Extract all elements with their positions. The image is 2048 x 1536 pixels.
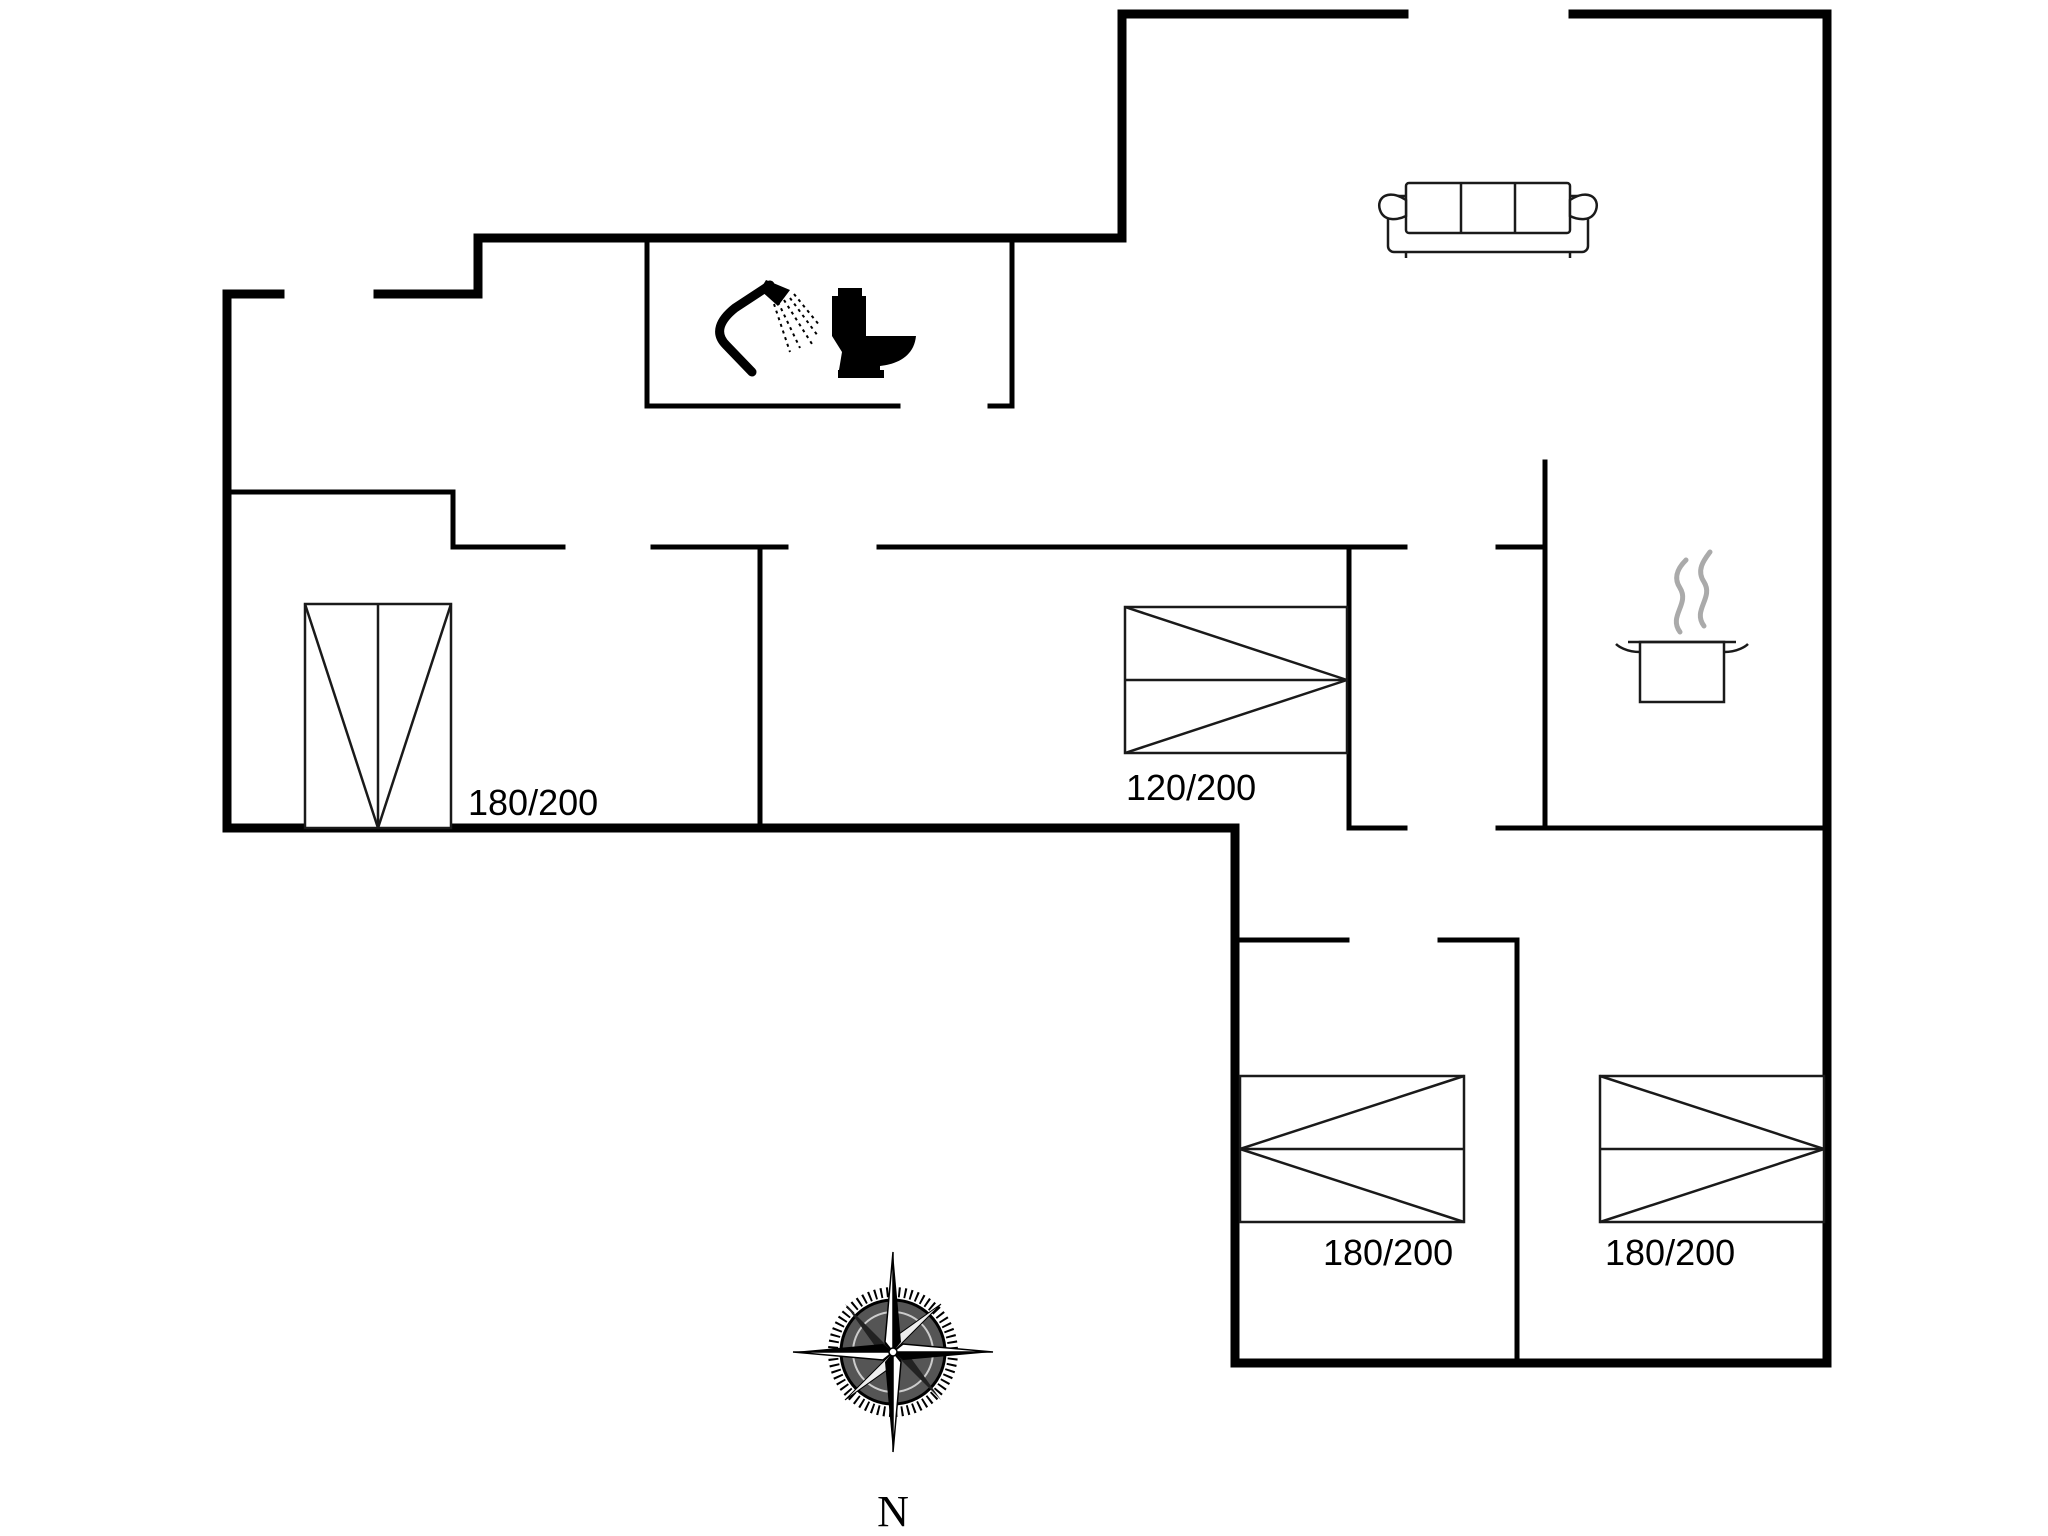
bed-middle — [1123, 605, 1349, 755]
compass-rose-icon — [792, 1251, 994, 1453]
shower-icon — [715, 280, 821, 377]
interior-walls — [224, 235, 1830, 1366]
bed-south-right-size-label: 180/200 — [1605, 1232, 1735, 1273]
bed-south-left — [1238, 1074, 1466, 1224]
outer-walls — [222, 9, 1832, 1368]
cooking-pot-icon — [1615, 549, 1749, 704]
sofa-icon — [1377, 181, 1599, 258]
bed-west-size-label: 180/200 — [468, 782, 598, 823]
bed-middle-size-label: 120/200 — [1126, 767, 1256, 808]
bed-south-left-size-label: 180/200 — [1323, 1232, 1453, 1273]
compass-north-label: N — [877, 1487, 909, 1536]
bed-south-right — [1598, 1074, 1826, 1224]
bed-west — [303, 602, 453, 830]
toilet-icon — [832, 288, 916, 378]
